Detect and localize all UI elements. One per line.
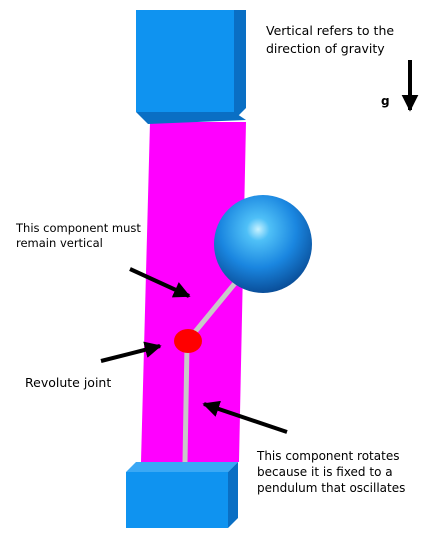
vertical-component-note: This component must remain vertical [16, 221, 141, 250]
gravity-symbol: g [381, 94, 390, 108]
pendulum-sphere [214, 195, 312, 293]
revolute-joint [174, 329, 202, 353]
top-block [136, 10, 246, 124]
revolute-joint-label: Revolute joint [25, 375, 112, 390]
revolute-joint-arrow [100, 341, 162, 363]
vertical-bar [141, 122, 246, 462]
vertical-component-arrow [129, 267, 191, 298]
rotating-component-note: This component rotates because it is fix… [257, 449, 406, 495]
rotating-rod [182, 344, 190, 463]
rotating-component-arrow [202, 400, 288, 434]
bottom-block [126, 462, 238, 528]
pendulum-rod [188, 280, 238, 340]
gravity-note: Vertical refers to the direction of grav… [266, 23, 395, 56]
